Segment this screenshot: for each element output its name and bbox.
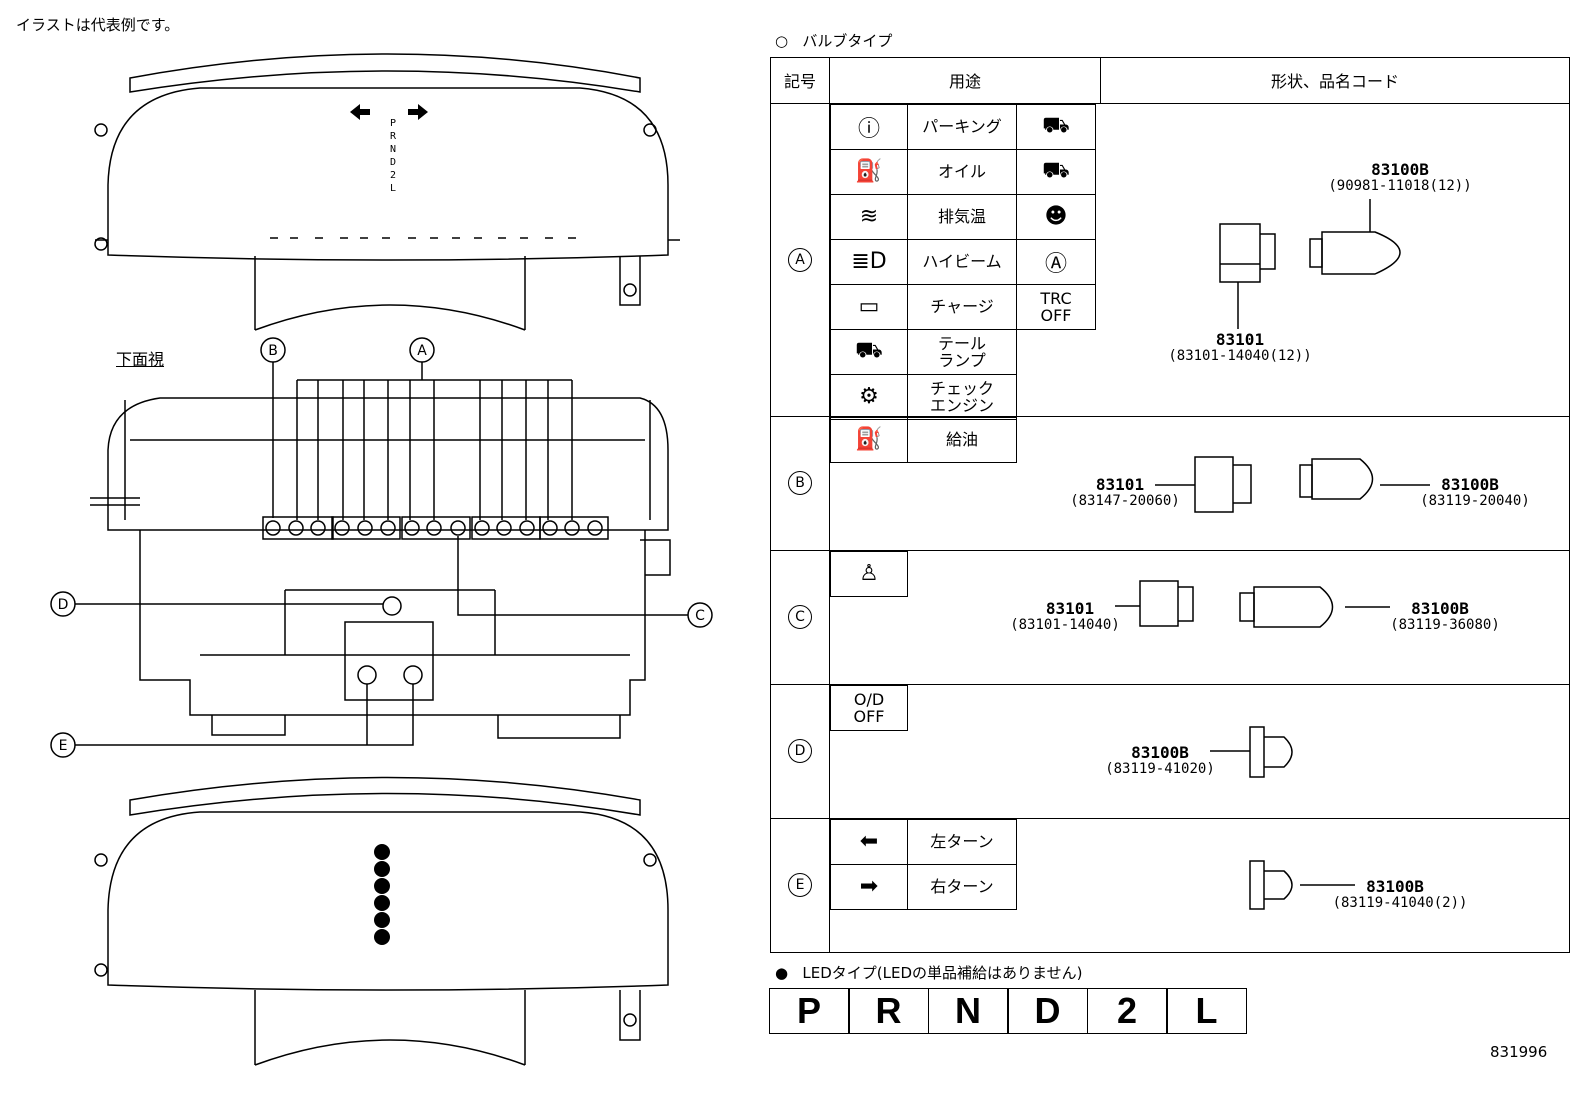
header-shape: 形状、品名コード	[1100, 57, 1570, 104]
gear-label: L	[390, 183, 396, 194]
group-a-bulb-drawing	[1219, 198, 1401, 329]
part-code: (83101-14040(12))	[1168, 347, 1312, 364]
part-number: 83100B	[1411, 598, 1469, 618]
slip-indicator-icon: ⛟	[1016, 103, 1096, 150]
group-d-bulb-drawing	[1210, 726, 1293, 778]
group-d-content: O/D OFF 83100B (83119-41020)	[830, 684, 1569, 818]
abs-icon: Ⓐ	[1016, 238, 1096, 285]
group-d-symbol: D	[770, 683, 830, 819]
right-arrow-icon: ➡	[830, 863, 908, 910]
part-code: (83147-20060)	[1070, 492, 1180, 509]
check-engine-icon: ⚙	[830, 373, 908, 420]
part-code: (83119-36080)	[1390, 616, 1500, 633]
led-letter: R	[848, 988, 929, 1034]
use-label: 給油	[907, 416, 1017, 463]
cluster-drawing: P R N D 2 L B A D C E	[50, 53, 713, 1066]
part-code: (90981-11018(12))	[1328, 177, 1472, 194]
part-number: 83101	[1095, 474, 1145, 494]
illustration-note: イラストは代表例です。	[16, 16, 180, 34]
part-number: 83100B	[1366, 876, 1424, 896]
diagram-id: 831996	[1490, 1043, 1548, 1061]
gear-label: R	[390, 131, 397, 142]
part-number: 83101	[1215, 329, 1265, 349]
use-label: 右ターン	[907, 863, 1017, 910]
tail-lamp-icon: ⛟	[830, 328, 908, 375]
use-label: ハイビーム	[907, 238, 1017, 285]
group-c-bulb-drawing	[1115, 579, 1390, 628]
exhaust-temp-icon: ≋	[830, 193, 908, 240]
led-letter-row: P R N D 2 L	[768, 988, 1247, 1034]
led-letter: D	[1007, 988, 1088, 1034]
callout-b: B	[268, 343, 278, 359]
callout-c: C	[695, 608, 705, 624]
gear-label: N	[390, 144, 396, 155]
callout-e: E	[59, 738, 68, 754]
part-number: 83100B	[1441, 474, 1499, 494]
callout-a: A	[417, 343, 427, 359]
bulb-type-title: ○ バルブタイプ	[775, 32, 893, 50]
group-e-content: ⬅左ターン ➡右ターン 83100B (83119-41040(2))	[830, 818, 1569, 952]
part-code: (83119-41040(2))	[1332, 894, 1468, 911]
led-letter: P	[768, 988, 850, 1034]
part-number: 83100B	[1371, 159, 1429, 179]
led-letter: 2	[1086, 988, 1168, 1034]
oil-icon: ⛽	[830, 148, 908, 195]
group-b-content: ⛽給油 83101 (83147-20060) 83100B (83119-20…	[830, 416, 1569, 550]
part-code: (83101-14040)	[1010, 616, 1120, 633]
part-code: (83119-20040)	[1420, 492, 1530, 509]
group-b-symbol: B	[770, 415, 830, 551]
left-arrow-icon: ⬅	[830, 818, 908, 865]
trc-off-label: TRC OFF	[1016, 283, 1096, 330]
group-c-content: ♙ 83101 (83101-14040) 83100B (83119-3608…	[830, 550, 1569, 684]
group-c-symbol: C	[770, 549, 830, 685]
header-symbol: 記号	[770, 57, 830, 104]
od-off-label: O/D OFF	[830, 684, 908, 731]
callout-d: D	[58, 597, 69, 613]
use-label: 排気温	[907, 193, 1017, 240]
group-e-symbol: E	[770, 817, 830, 954]
high-beam-icon: ≣D	[830, 238, 908, 285]
use-label: チェック エンジン	[907, 373, 1017, 420]
part-number: 83100B	[1131, 742, 1189, 762]
group-b-bulb-drawing	[1155, 455, 1430, 513]
header-use: 用途	[829, 57, 1101, 104]
fuel-icon: ⛽	[830, 416, 908, 463]
group-a-symbol: A	[770, 102, 830, 417]
airbag-icon: ☻	[1016, 193, 1096, 240]
part-code: (83119-41020)	[1105, 760, 1215, 777]
gear-label: 2	[390, 170, 396, 181]
use-label: チャージ	[907, 283, 1017, 330]
gear-label: P	[390, 118, 396, 129]
led-letter: L	[1166, 988, 1247, 1034]
led-letter: N	[927, 988, 1009, 1034]
parking-brake-icon: ⓘ	[830, 103, 908, 150]
group-e-bulb-drawing	[1249, 860, 1355, 910]
led-type-title: ● LEDタイプ(LEDの単品補給はありません)	[775, 964, 1083, 982]
use-label: パーキング	[907, 103, 1017, 150]
part-number: 83101	[1045, 598, 1095, 618]
use-label: オイル	[907, 148, 1017, 195]
bottom-view-label: 下面視	[116, 350, 165, 369]
gear-label: D	[390, 157, 396, 168]
seatbelt-icon: ♙	[830, 550, 908, 597]
